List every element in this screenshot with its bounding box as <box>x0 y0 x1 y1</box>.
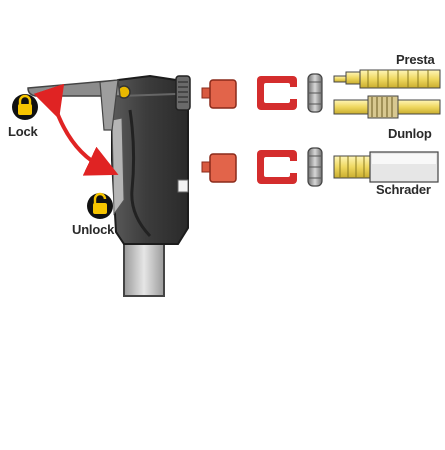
pump-head <box>111 74 191 245</box>
unlock-icon <box>87 192 113 219</box>
pump-shaft <box>123 243 165 297</box>
schrader-label: Schrader <box>376 182 431 197</box>
unlock-label: Unlock <box>72 222 115 237</box>
ring-top <box>307 73 323 113</box>
adapter-top <box>201 79 237 109</box>
presta-label: Presta <box>396 52 435 67</box>
presta-valve <box>333 69 441 89</box>
pump-lever <box>27 79 121 131</box>
double-arrow-icon <box>33 83 119 176</box>
dunlop-label: Dunlop <box>388 126 432 141</box>
ring-bottom <box>307 147 323 187</box>
dunlop-valve <box>333 95 441 119</box>
adapter-bottom <box>201 153 237 183</box>
schrader-valve <box>333 151 439 183</box>
seal-bottom <box>257 150 298 184</box>
seal-top <box>257 76 298 110</box>
lock-label: Lock <box>8 124 38 139</box>
lock-icon <box>12 94 38 120</box>
